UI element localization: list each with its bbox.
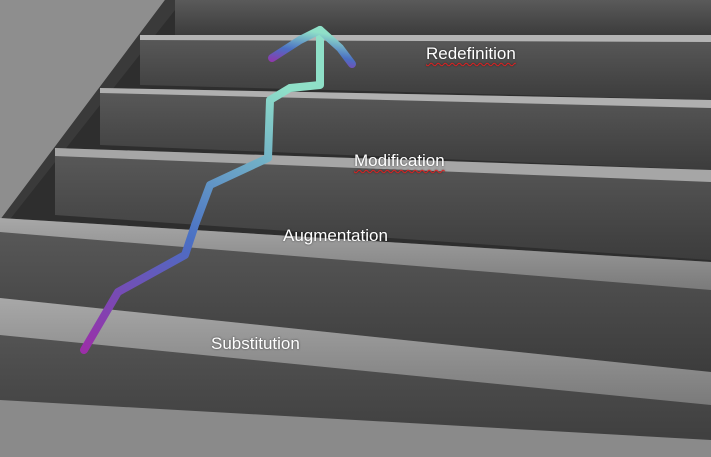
stage-label-redefinition: Redefinition bbox=[426, 44, 516, 63]
stage-label-modification: Modification bbox=[354, 151, 445, 170]
progress-arrow bbox=[80, 26, 356, 354]
step bbox=[55, 148, 711, 260]
stage-label-augmentation: Augmentation bbox=[283, 226, 388, 245]
step bbox=[100, 88, 711, 170]
step bbox=[175, 0, 711, 35]
stage-label-substitution: Substitution bbox=[211, 334, 300, 353]
